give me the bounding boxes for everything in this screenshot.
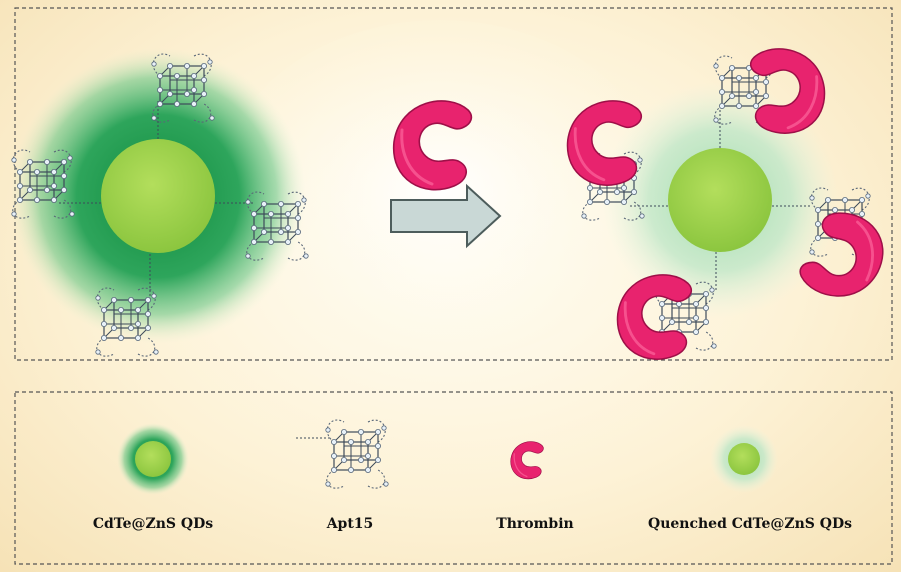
legend-label-thrombin: Thrombin bbox=[496, 516, 574, 532]
reaction-arrow-icon bbox=[390, 183, 502, 249]
legend-panel-border bbox=[14, 391, 893, 565]
legend-label-quenched: Quenched CdTe@ZnS QDs bbox=[648, 516, 852, 532]
legend-aptamer-icon bbox=[296, 419, 389, 489]
aptamer-right-group bbox=[628, 110, 812, 292]
legend-label-qd: CdTe@ZnS QDs bbox=[92, 516, 214, 532]
legend-quenched-qd-icon bbox=[710, 425, 778, 493]
legend-qd-icon bbox=[117, 423, 189, 495]
quantum-dot-bright bbox=[10, 48, 306, 344]
thrombin-bound-icon bbox=[617, 275, 691, 359]
legend-label-apt15: Apt15 bbox=[326, 516, 374, 532]
quantum-dot-quenched bbox=[602, 82, 838, 318]
legend-thrombin-icon bbox=[511, 442, 544, 479]
